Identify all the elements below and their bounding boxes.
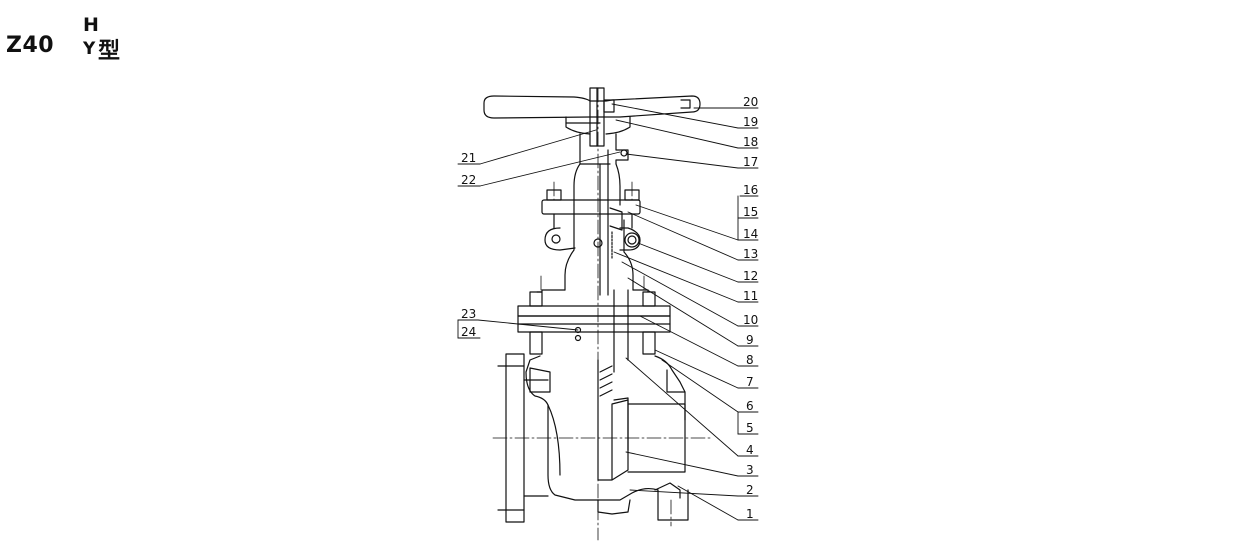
callout-4: 4 xyxy=(746,443,754,457)
bonnet xyxy=(517,289,671,373)
model-suffix: 型 xyxy=(98,39,121,64)
model-superscript: H xyxy=(83,14,99,36)
gland-flange xyxy=(541,189,641,259)
callout-10: 10 xyxy=(743,313,758,327)
callout-19: 19 xyxy=(743,115,758,129)
callout-23: 23 xyxy=(461,307,476,321)
callout-20: 20 xyxy=(743,95,758,109)
callout-21: 21 xyxy=(461,151,476,165)
callout-18: 18 xyxy=(743,135,758,149)
callout-9: 9 xyxy=(746,333,754,347)
handwheel xyxy=(483,95,701,135)
model-subscript: Y xyxy=(83,39,96,59)
callout-1: 1 xyxy=(746,507,754,521)
callout-14: 14 xyxy=(743,227,758,241)
callout-3: 3 xyxy=(746,463,754,477)
callout-7: 7 xyxy=(746,375,754,389)
callout-5: 5 xyxy=(746,421,754,435)
callout-13: 13 xyxy=(743,247,758,261)
leader-lines-left xyxy=(457,129,621,339)
callout-17: 17 xyxy=(743,155,758,169)
callout-11: 11 xyxy=(743,289,758,303)
model-code: Z40 xyxy=(6,33,55,58)
leader-lines-right xyxy=(611,103,759,521)
callout-8: 8 xyxy=(746,353,754,367)
callouts-left: 21 22 23 24 xyxy=(461,151,476,339)
callout-6: 6 xyxy=(746,399,754,413)
callouts-right: 20 19 18 17 16 15 14 13 12 11 10 9 8 7 6… xyxy=(743,95,758,521)
callout-16: 16 xyxy=(743,183,758,197)
yoke xyxy=(564,149,634,296)
callout-22: 22 xyxy=(461,173,476,187)
callout-2: 2 xyxy=(746,483,754,497)
callout-12: 12 xyxy=(743,269,758,283)
callout-24: 24 xyxy=(461,325,476,339)
callout-15: 15 xyxy=(743,205,758,219)
